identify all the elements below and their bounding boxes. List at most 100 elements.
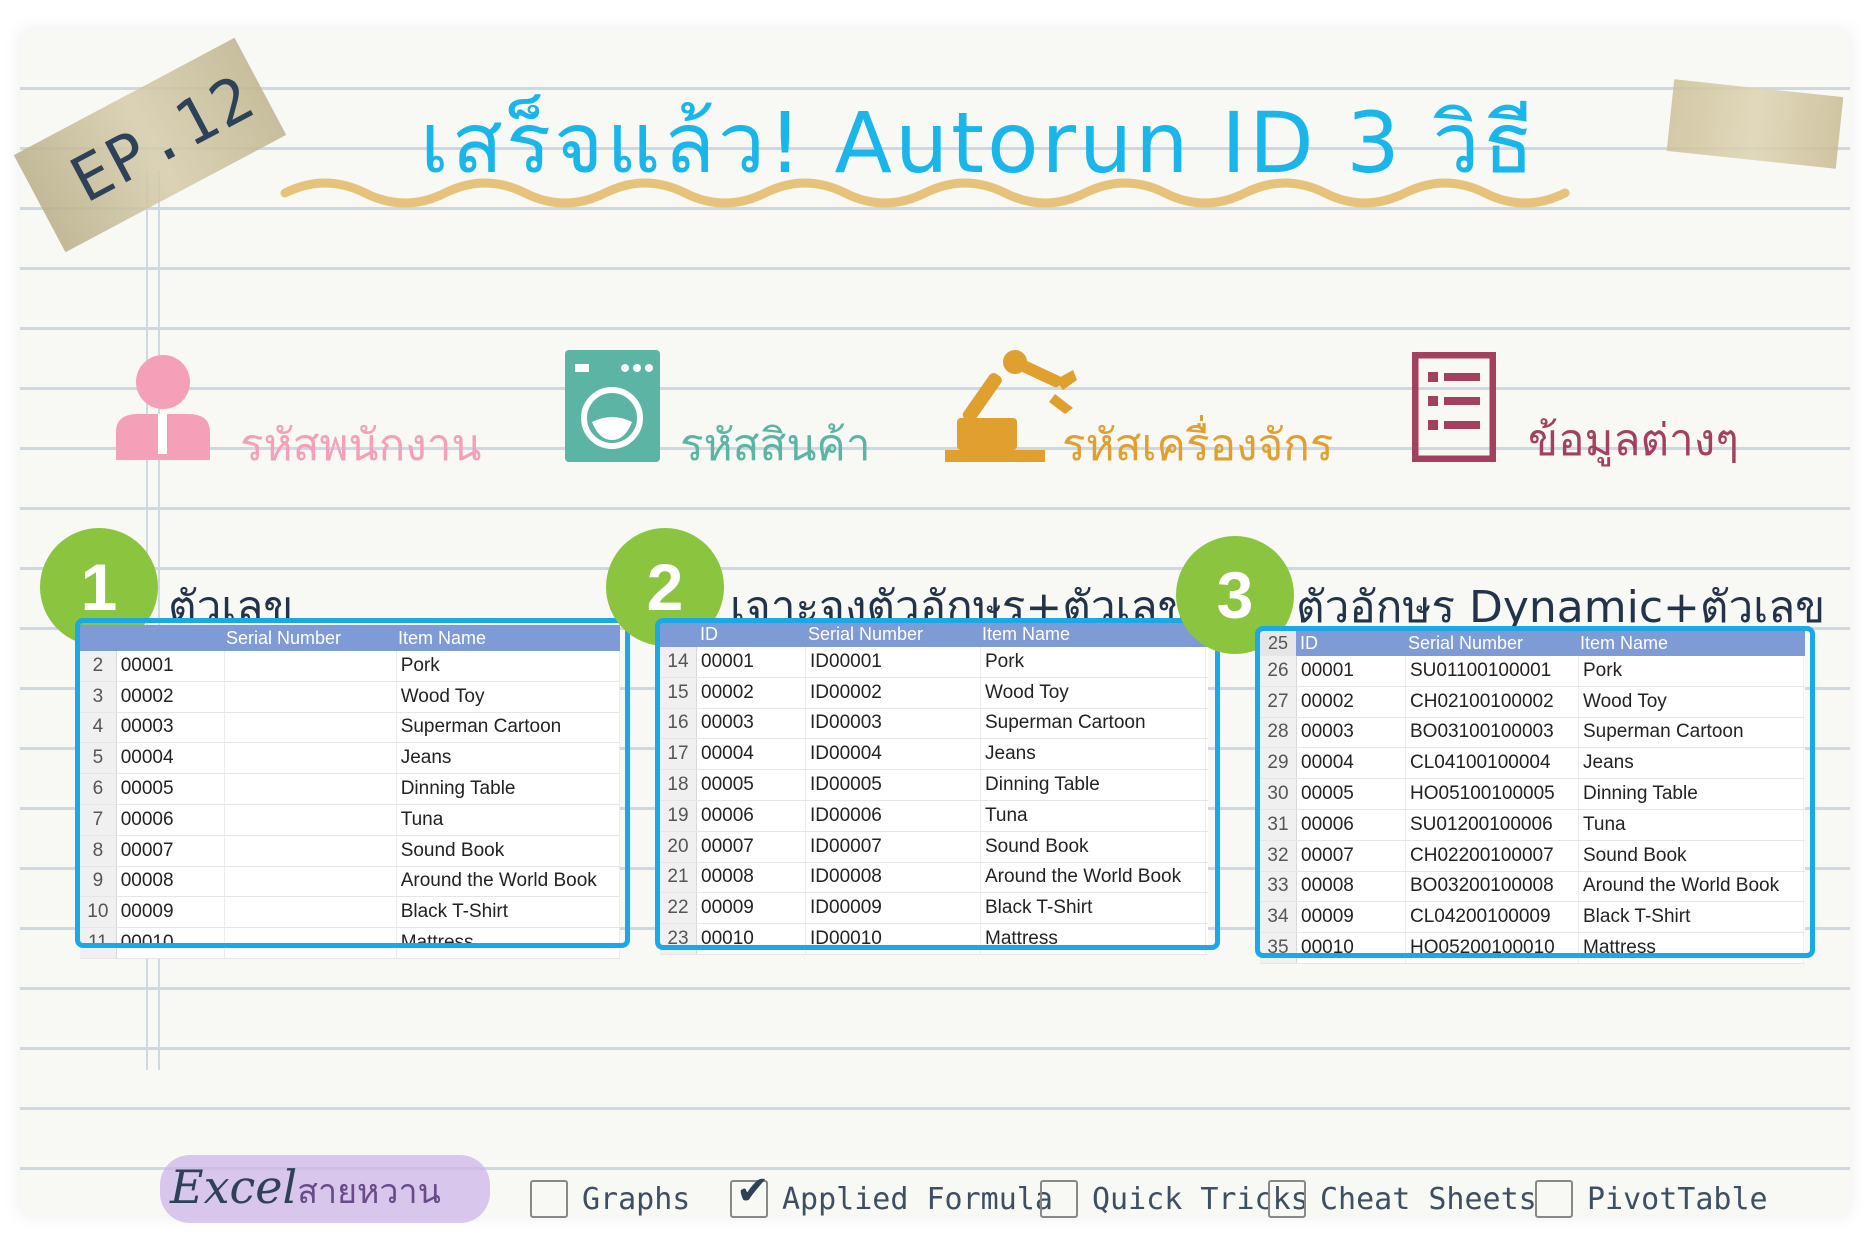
cell-serial[interactable]: ID00002 (806, 677, 981, 708)
cell-item-name[interactable]: Wood Toy (981, 677, 1206, 708)
row-number[interactable]: 30 (1260, 779, 1297, 809)
cell-item-name[interactable]: Around the World Book (397, 866, 621, 897)
cell-item-name[interactable]: Mattress (397, 928, 621, 958)
cell-serial[interactable] (225, 835, 397, 866)
cell-item-name[interactable]: Pork (1579, 656, 1804, 686)
cell-serial[interactable]: CH02100100002 (1406, 686, 1579, 717)
cell-item-name[interactable]: Sound Book (981, 831, 1206, 862)
checkbox[interactable] (1535, 1180, 1573, 1218)
checkbox[interactable] (1040, 1180, 1078, 1218)
cell-id[interactable]: 00010 (117, 928, 225, 958)
row-number[interactable]: 29 (1260, 748, 1297, 779)
cell-id[interactable]: 00005 (1297, 779, 1406, 809)
cell-serial[interactable]: SU01200100006 (1406, 809, 1579, 840)
row-number[interactable]: 9 (80, 866, 117, 897)
cell-id[interactable]: 00006 (117, 804, 225, 835)
row-number[interactable]: 28 (1260, 717, 1297, 748)
cell-item-name[interactable]: Superman Cartoon (1579, 717, 1804, 748)
cell-item-name[interactable]: Jeans (981, 739, 1206, 770)
row-number[interactable]: 16 (660, 708, 697, 739)
row-number[interactable]: 7 (80, 804, 117, 835)
cell-id[interactable]: 00004 (1297, 748, 1406, 779)
cell-serial[interactable]: CH02200100007 (1406, 840, 1579, 871)
cell-id[interactable]: 00010 (697, 924, 806, 954)
cell-item-name[interactable]: Superman Cartoon (397, 712, 621, 743)
cell-serial[interactable]: ID00009 (806, 893, 981, 924)
row-number[interactable]: 3 (80, 681, 117, 712)
cell-id[interactable]: 00002 (697, 677, 806, 708)
row-number[interactable]: 4 (80, 712, 117, 743)
cell-serial[interactable] (225, 804, 397, 835)
row-number[interactable]: 11 (80, 928, 117, 958)
cell-item-name[interactable]: Around the World Book (1579, 871, 1804, 902)
cell-serial[interactable]: BO03100100003 (1406, 717, 1579, 748)
cell-item-name[interactable]: Dinning Table (981, 770, 1206, 800)
tag-graphs[interactable]: Graphs (530, 1180, 690, 1218)
row-number[interactable]: 5 (80, 743, 117, 774)
row-number[interactable]: 23 (660, 924, 697, 954)
cell-serial[interactable]: BO03200100008 (1406, 871, 1579, 902)
row-number[interactable]: 26 (1260, 656, 1297, 686)
row-number[interactable]: 14 (660, 647, 697, 677)
cell-id[interactable]: 00005 (697, 770, 806, 800)
cell-serial[interactable]: ID00008 (806, 862, 981, 893)
cell-id[interactable]: 00002 (1297, 686, 1406, 717)
cell-id[interactable]: 00009 (1297, 902, 1406, 933)
cell-id[interactable]: 00010 (1297, 933, 1406, 963)
cell-id[interactable]: 00005 (117, 774, 225, 804)
cell-item-name[interactable]: Dinning Table (397, 774, 621, 804)
cell-id[interactable]: 00001 (1297, 656, 1406, 686)
row-number[interactable]: 27 (1260, 686, 1297, 717)
row-number[interactable]: 6 (80, 774, 117, 804)
row-number[interactable]: 33 (1260, 871, 1297, 902)
cell-item-name[interactable]: Sound Book (397, 835, 621, 866)
row-number[interactable]: 19 (660, 800, 697, 831)
cell-serial[interactable] (225, 651, 397, 681)
cell-serial[interactable]: ID00004 (806, 739, 981, 770)
cell-item-name[interactable]: Wood Toy (397, 681, 621, 712)
cell-item-name[interactable]: Pork (397, 651, 621, 681)
cell-id[interactable]: 00003 (1297, 717, 1406, 748)
row-number[interactable]: 8 (80, 835, 117, 866)
cell-serial[interactable]: ID00005 (806, 770, 981, 800)
cell-id[interactable]: 00008 (1297, 871, 1406, 902)
cell-serial[interactable] (225, 774, 397, 804)
cell-id[interactable]: 00007 (1297, 840, 1406, 871)
row-number[interactable]: 35 (1260, 933, 1297, 963)
cell-serial[interactable] (225, 897, 397, 928)
tag-pivottable[interactable]: PivotTable (1535, 1180, 1768, 1218)
cell-item-name[interactable]: Dinning Table (1579, 779, 1804, 809)
tag-applied-formula[interactable]: ✔Applied Formula (730, 1168, 1053, 1218)
row-number[interactable]: 2 (80, 651, 117, 681)
cell-serial[interactable] (225, 681, 397, 712)
cell-id[interactable]: 00003 (117, 712, 225, 743)
cell-serial[interactable]: CL04100100004 (1406, 748, 1579, 779)
cell-serial[interactable] (225, 712, 397, 743)
cell-item-name[interactable]: Jeans (1579, 748, 1804, 779)
row-number[interactable]: 17 (660, 739, 697, 770)
cell-item-name[interactable]: Tuna (1579, 809, 1804, 840)
cell-serial[interactable]: HO05100100005 (1406, 779, 1579, 809)
cell-item-name[interactable]: Pork (981, 647, 1206, 677)
cell-serial[interactable] (225, 866, 397, 897)
tag-cheat-sheets[interactable]: Cheat Sheets (1268, 1180, 1537, 1218)
cell-serial[interactable]: ID00001 (806, 647, 981, 677)
cell-id[interactable]: 00009 (117, 897, 225, 928)
checkbox[interactable] (530, 1180, 568, 1218)
row-number[interactable]: 10 (80, 897, 117, 928)
cell-serial[interactable]: ID00007 (806, 831, 981, 862)
cell-item-name[interactable]: Mattress (981, 924, 1206, 954)
cell-id[interactable]: 00001 (117, 651, 225, 681)
cell-id[interactable]: 00009 (697, 893, 806, 924)
cell-id[interactable]: 00002 (117, 681, 225, 712)
cell-serial[interactable] (225, 743, 397, 774)
row-number[interactable]: 15 (660, 677, 697, 708)
cell-id[interactable]: 00001 (697, 647, 806, 677)
checkbox[interactable]: ✔ (730, 1168, 770, 1218)
cell-item-name[interactable]: Black T-Shirt (1579, 902, 1804, 933)
cell-serial[interactable]: SU01100100001 (1406, 656, 1579, 686)
cell-id[interactable]: 00006 (1297, 809, 1406, 840)
cell-item-name[interactable]: Sound Book (1579, 840, 1804, 871)
cell-serial[interactable]: HO05200100010 (1406, 933, 1579, 963)
cell-item-name[interactable]: Tuna (397, 804, 621, 835)
